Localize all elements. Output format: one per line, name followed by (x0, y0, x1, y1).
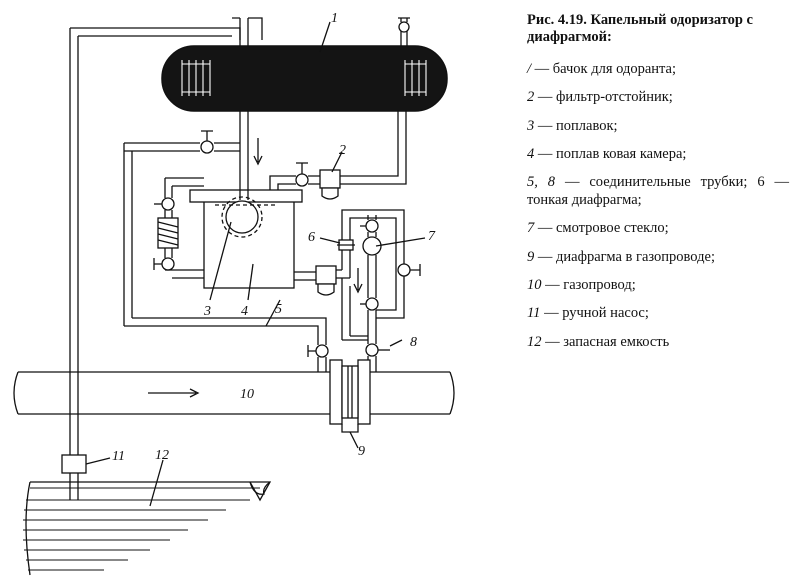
legend-item-number: 10 (527, 276, 542, 293)
legend-item-number: / (527, 60, 532, 77)
flow-arrow-down-1 (253, 138, 263, 166)
legend-item-text: — фильтр-отстойник; (534, 89, 673, 106)
label-1: 1 (331, 11, 338, 26)
legend-item: / — бачок для одоранта; (527, 61, 789, 78)
legend-item-number: 11 (527, 305, 541, 322)
legend-item-number: 12 (527, 333, 542, 350)
legend-item-text: — запасная емкость (541, 333, 670, 350)
label-2: 2 (339, 143, 346, 158)
filter-settler (319, 169, 341, 189)
left-lower-valve (161, 257, 175, 271)
label-8: 8 (410, 335, 417, 350)
legend-item: 2 — фильтр-отстойник; (527, 89, 789, 106)
legend-item-number: 2 (527, 89, 535, 106)
legend-item-number: 5, 8 (527, 174, 556, 191)
label-9: 9 (358, 444, 365, 459)
legend-item-text: — смотровое стекло; (534, 220, 669, 237)
connecting-tube-5 (124, 317, 327, 345)
side-valve (397, 263, 411, 277)
legend-item-text: — бачок для одоранта; (531, 60, 677, 77)
label-11: 11 (112, 449, 125, 464)
tube-5-valve (315, 344, 329, 358)
legend-item-number: 3 (527, 117, 535, 134)
reserve-tank (25, 481, 272, 576)
flow-arrow-down-2 (353, 268, 363, 294)
float (225, 200, 259, 234)
pipeline-diaphragm (329, 359, 343, 425)
tank-outlet-pipe (340, 110, 407, 185)
legend-item: 9 — диафрагма в газопроводе; (527, 249, 789, 266)
tank-vent-valve (398, 21, 410, 33)
label-4: 4 (241, 304, 248, 319)
legend-item-text: — ручной насос; (540, 305, 649, 322)
label-5: 5 (275, 302, 282, 317)
legend-item: 3 — поплавок; (527, 118, 789, 135)
label-12: 12 (155, 448, 169, 463)
upper-left-pipe (123, 142, 200, 326)
sight-glass (362, 236, 382, 256)
outlet-valve-box (315, 265, 337, 285)
float-chamber-lid (189, 189, 303, 203)
tube-8-valve (365, 343, 379, 357)
legend-item-number: 7 (527, 220, 535, 237)
label-6: 6 (308, 230, 315, 245)
caption-title: Рис. 4.19. Капельный одоризатор с диафра… (527, 12, 753, 46)
label-3: 3 (203, 304, 211, 319)
odorizer-diagram: 1 2 3 4 5 6 7 8 9 10 11 12 (13, 11, 455, 576)
left-upper-valve (161, 197, 175, 211)
label-7: 7 (428, 229, 436, 244)
legend-item: 11 — ручной насос; (527, 305, 789, 322)
label-10: 10 (240, 387, 254, 402)
flow-arrow-right (148, 388, 200, 398)
figure-caption: Рис. 4.19. Капельный одоризатор с диафра… (527, 12, 789, 362)
legend-item-number: 4 (527, 145, 535, 162)
legend-item: 7 — смотровое стекло; (527, 220, 789, 237)
legend-item-text: — поплав ковая камера; (534, 145, 687, 162)
gas-pipeline (18, 371, 450, 415)
filter-valve (295, 173, 309, 187)
legend-item-text: — диафрагма в газопроводе; (534, 248, 715, 265)
legend-item-number: 9 (527, 248, 535, 265)
legend-item: 12 — запасная емкость (527, 334, 789, 351)
odorant-tank (161, 45, 448, 112)
sight-valve-low (365, 297, 379, 311)
legend-item: 4 — поплав ковая камера; (527, 146, 789, 163)
legend-item: 5, 8 — соединительные трубки; 6 — тонкая… (527, 174, 789, 209)
hand-pump (61, 454, 87, 474)
legend-item: 10 — газопровод; (527, 277, 789, 294)
legend-item-text: — газопровод; (541, 276, 636, 293)
upper-left-valve (200, 140, 214, 154)
legend-list: / — бачок для одоранта; 2 — фильтр-отстой… (527, 61, 789, 351)
legend-item-text: — поплавок; (534, 117, 618, 134)
legend-item-text: — соединительные трубки; 6 — тонкая диаф… (527, 174, 790, 208)
